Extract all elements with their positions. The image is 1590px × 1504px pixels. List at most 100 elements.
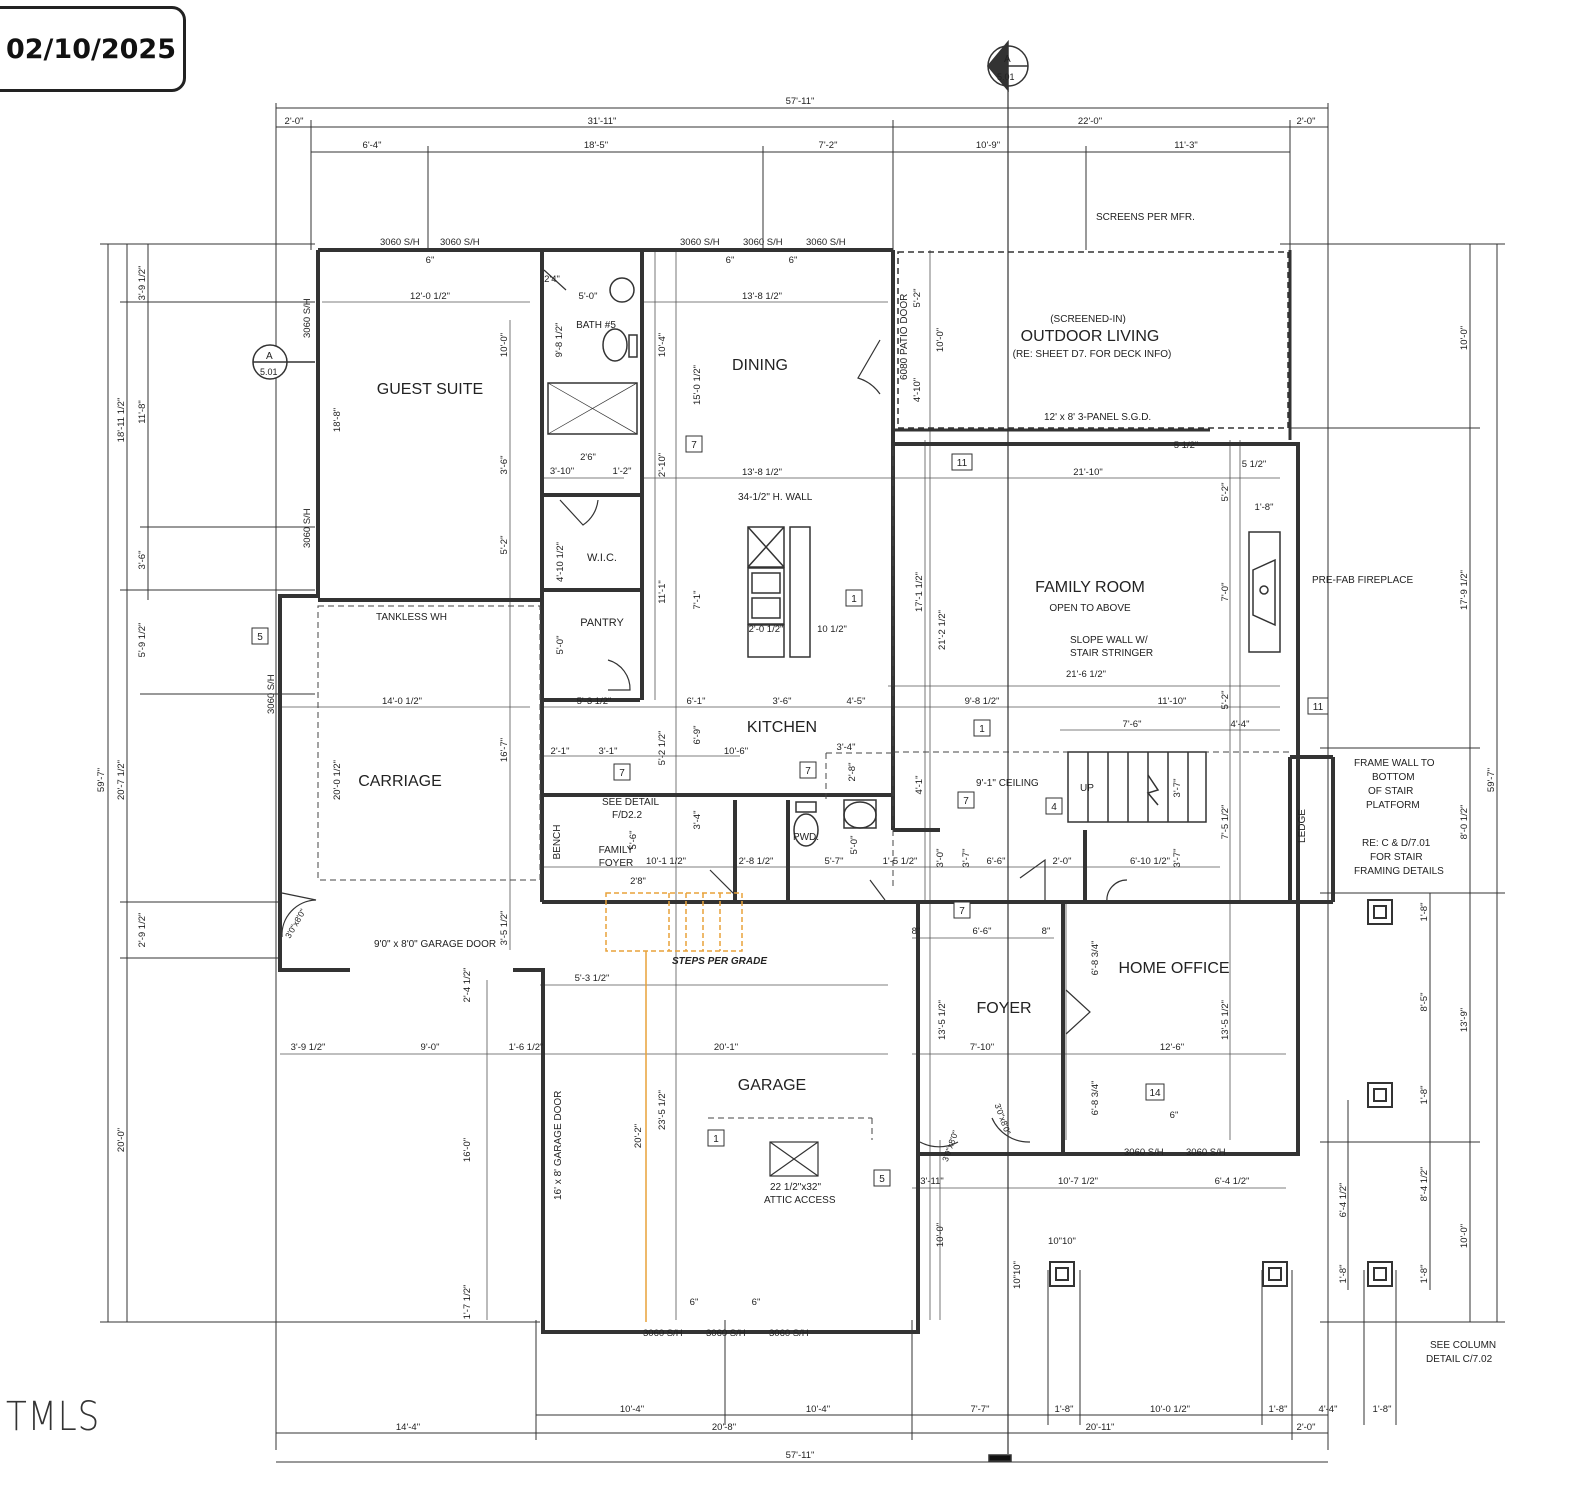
section-sheet-left: 5.01 — [260, 367, 278, 377]
label-kitchen: KITCHEN — [747, 719, 817, 736]
note-see-detail-1: SEE DETAIL — [602, 797, 659, 808]
note-sgd: 12' x 8' 3-PANEL S.G.D. — [1044, 412, 1151, 423]
dimension-label: 20'-11" — [1086, 1422, 1115, 1433]
dimension-label: 1'-8" — [1419, 1265, 1430, 1284]
dimension-label: 13'-8 1/2" — [742, 291, 782, 302]
attic-access — [769, 1141, 819, 1177]
label-family-foyer-2: FOYER — [599, 858, 633, 869]
dimension-label: 1 — [851, 594, 857, 605]
note-ceiling: 9'-1" CEILING — [976, 778, 1039, 789]
label-ledge: LEDGE — [1297, 809, 1308, 843]
label-pwd: PWD. — [793, 832, 819, 843]
dimension-label: 10 1/2" — [817, 624, 847, 635]
label-carriage: CARRIAGE — [358, 773, 442, 790]
dimension-label: 10'-4" — [657, 333, 668, 357]
section-a-left: A — [266, 351, 273, 362]
dimension-label: 2'-1" — [551, 746, 570, 757]
label-dining: DINING — [732, 357, 788, 374]
label-wic: W.I.C. — [587, 552, 617, 564]
dashed-lines — [317, 450, 1290, 1140]
dimension-label: 5'-2" — [1220, 483, 1231, 502]
dimension-label: 10'-6" — [724, 746, 748, 757]
dimension-label: 7'-10" — [970, 1042, 994, 1053]
dimension-label: 1 — [979, 724, 985, 735]
label-garage: GARAGE — [738, 1077, 806, 1094]
tag-6: 7 — [685, 435, 703, 453]
dimension-label: 6" — [789, 255, 798, 266]
tag-11: 11 — [951, 453, 973, 471]
dimension-label: 10'-0" — [935, 328, 946, 352]
dimension-label: 11 — [1313, 702, 1324, 713]
dimension-label: 16'-7" — [499, 738, 510, 762]
dimension-label: 12'-0 1/2" — [410, 291, 450, 302]
dimension-label: 11 — [957, 458, 968, 469]
dimension-label: 59'-7" — [1486, 768, 1497, 792]
dimension-label: 5'-2" — [912, 289, 923, 308]
note-frame-3: OF STAIR — [1368, 786, 1413, 797]
dimension-label: 1'-8" — [1338, 1265, 1349, 1284]
dimension-label: 13'-9" — [1459, 1008, 1470, 1032]
note-fireplace: PRE-FAB FIREPLACE — [1312, 575, 1413, 586]
tag-11: 11 — [1307, 697, 1329, 715]
dimension-label: 4'-5" — [847, 696, 866, 707]
note-frame-4: PLATFORM — [1366, 800, 1420, 811]
dimension-label: 5'-2" — [499, 536, 510, 555]
dimension-label: 3'0"x8'0" — [283, 907, 308, 940]
dimension-label: 2'-4 1/2" — [462, 968, 473, 1003]
dimension-label: 6" — [690, 1297, 699, 1308]
dimension-label: 1'-2" — [613, 466, 632, 477]
room-labels: GUEST SUITE BATH #5 DINING (SCREENED-IN)… — [358, 314, 1308, 1094]
dimension-label: 10'-9" — [976, 140, 1000, 151]
dimension-label: 10"10" — [1012, 1261, 1023, 1289]
dimension-label: 1'-8" — [1419, 1086, 1430, 1105]
window-label: 3060 S/H — [806, 237, 846, 248]
dimension-label: 1'-8" — [1373, 1404, 1392, 1415]
dimension-label: 3'-9 1/2" — [291, 1042, 326, 1053]
dimension-label: 4'-1" — [914, 776, 925, 795]
tag-1: 1 — [973, 719, 991, 737]
dimension-label: 6'-8 3/4" — [1090, 941, 1101, 976]
note-re-1: RE: C & D/7.01 — [1362, 838, 1431, 849]
window-label: 3060 S/H — [302, 298, 313, 338]
dimension-label: 2'-0" — [1297, 1422, 1316, 1433]
tag-5: 5 — [251, 627, 269, 645]
note-column-2: DETAIL C/7.02 — [1426, 1354, 1493, 1365]
dimension-label: 6'-6" — [973, 926, 992, 937]
dimension-label: 7 — [959, 906, 965, 917]
dimension-label: 3'-6" — [499, 456, 510, 475]
dimension-label: 20'-0 1/2" — [332, 760, 343, 800]
door-swings — [281, 269, 1128, 1148]
note-slope-1: SLOPE WALL W/ — [1070, 635, 1148, 646]
dimension-label: 3'0"x8'0" — [940, 1129, 960, 1163]
steps-per-grade — [605, 892, 743, 952]
dimension-label: 5 1/2" — [1174, 440, 1199, 451]
dimension-label: 6'-4 1/2" — [1215, 1176, 1250, 1187]
tag-4: 4 — [1045, 797, 1063, 815]
dimension-label: 5'-2 1/2" — [657, 731, 668, 766]
dimension-label: 2'-9 1/2" — [137, 913, 148, 948]
label-family-foyer-1: FAMILY — [599, 845, 634, 856]
dimension-label: 2'4" — [544, 274, 560, 285]
dimension-label: 3'-1" — [599, 746, 618, 757]
label-bench: BENCH — [552, 824, 563, 859]
window-label: 3060 S/H — [743, 237, 783, 248]
note-up: UP — [1080, 783, 1094, 794]
dimension-label: 3'-9 1/2" — [137, 266, 148, 301]
tag-6: 7 — [613, 763, 631, 781]
dimension-label: 1'-6 1/2" — [509, 1042, 544, 1053]
dimension-label: 6" — [726, 255, 735, 266]
dimension-label: 5'-0" — [579, 291, 598, 302]
dimension-label: 3'-5 1/2" — [499, 911, 510, 946]
tag-1: 1 — [707, 1129, 725, 1147]
note-re-3: FRAMING DETAILS — [1354, 866, 1444, 877]
note-screens: SCREENS PER MFR. — [1096, 212, 1195, 223]
dimension-label: 3'-4" — [692, 811, 703, 830]
label-family-sub: OPEN TO ABOVE — [1049, 603, 1131, 614]
dimension-label: 20'-1" — [714, 1042, 738, 1053]
dimension-label: 7 — [805, 766, 811, 777]
walls — [278, 248, 1335, 1334]
window-label: 3060 S/H — [1124, 1147, 1164, 1158]
dimension-label: 2'-8 1/2" — [739, 856, 774, 867]
tag-1: 1 — [845, 589, 863, 607]
